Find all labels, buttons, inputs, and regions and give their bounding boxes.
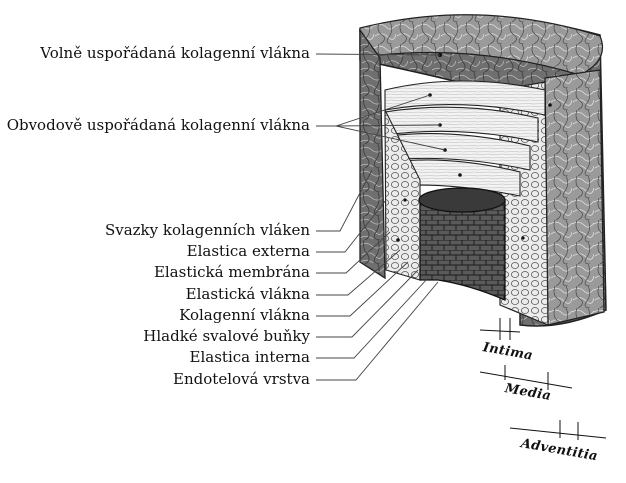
- label-elastic-membrane: Elastická membrána: [153, 263, 310, 281]
- label-collagen-fibers: Kolagenní vlákna: [179, 306, 310, 324]
- label-loose-collagen: Volně uspořádaná kolagenní vlákna: [40, 44, 310, 62]
- label-endothelium: Endotelová vrstva: [173, 370, 310, 388]
- label-circular-collagen: Obvodově uspořádaná kolagenní vlákna: [6, 116, 310, 134]
- label-collagen-bundles: Svazky kolagenních vláken: [104, 221, 310, 239]
- label-elastica-externa: Elastica externa: [186, 242, 310, 260]
- label-elastic-fibers: Elastická vlákna: [185, 285, 310, 303]
- label-elastica-interna: Elastica interna: [189, 348, 310, 366]
- label-smooth-muscle: Hladké svalové buňky: [143, 327, 310, 345]
